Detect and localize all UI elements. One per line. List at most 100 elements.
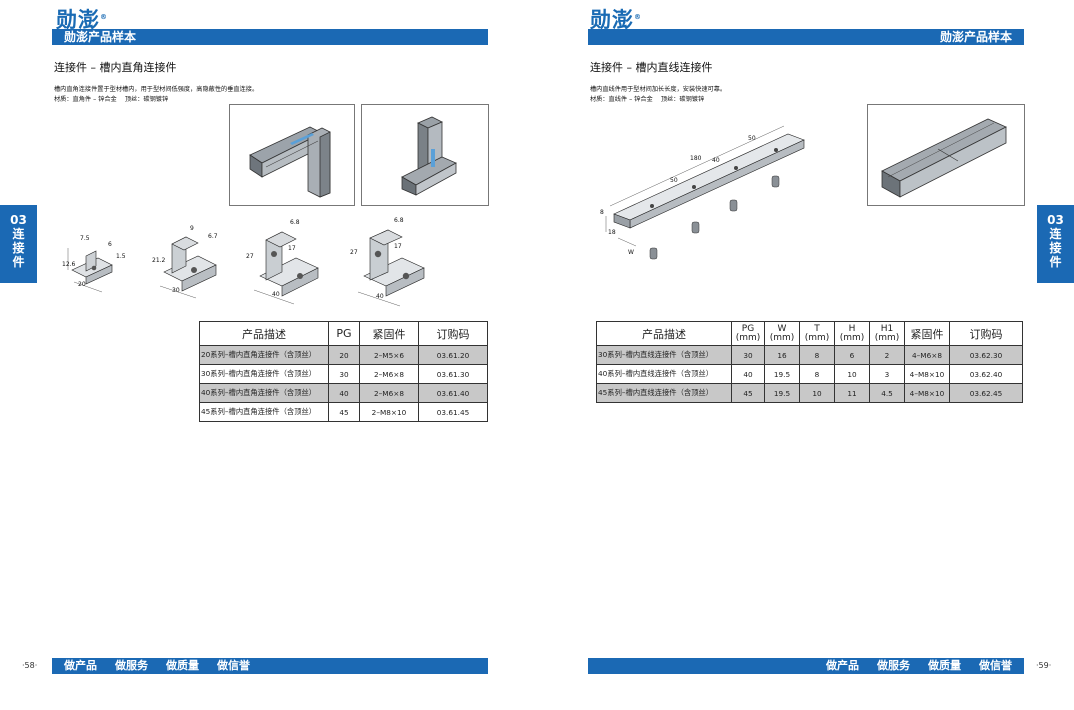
footer-bar-right: 做产品做服务做质量做信誉 [588,658,1024,674]
dim-label: 21.2 [152,257,166,264]
cell-desc: 40系列–槽内直角连接件（含顶丝） [199,383,329,403]
dim-label: 8 [600,209,604,216]
dim-label: 1.5 [116,253,126,260]
cell-h: 11 [834,383,870,403]
col-header: T(mm) [799,321,835,346]
material-line: 材质：直线件 – 锌合金 顶丝：碳钢镀锌 [590,96,705,103]
dim-label: 7.5 [80,235,90,242]
cell-code: 03.61.20 [418,345,488,365]
drawing-20: 20 7.5 6 1.5 12.6 [62,230,132,296]
table-row: 30系列–槽内直角连接件（含顶丝） 30 2–M6×8 03.61.30 [199,364,488,384]
cell-fastener: 4–M8×10 [904,383,950,403]
drawing-45: 40 27 17 6.8 [346,212,436,308]
cell-desc: 45系列–槽内直线连接件（含顶丝） [596,383,732,403]
col-header: 产品描述 [596,321,732,346]
footer-slogan: 做质量 [166,659,199,672]
footer-slogan: 做服务 [115,659,148,672]
side-tab-char: 接 [1049,241,1062,255]
cell-w: 16 [764,345,800,365]
product-photo-3 [867,104,1025,206]
cell-t: 8 [799,345,835,365]
col-header: H(mm) [834,321,870,346]
col-header: 紧固件 [359,321,419,346]
dim-label: 27 [350,249,358,256]
cell-pg: 40 [731,364,765,384]
cell-desc: 30系列–槽内直线连接件（含顶丝） [596,345,732,365]
table-row: 45系列–槽内直线连接件（含顶丝） 45 19.5 10 11 4.5 4–M8… [596,383,1023,403]
col-header: PG [328,321,360,346]
footer-slogan: 做服务 [877,659,910,672]
dim-label: 27 [246,253,254,260]
table-row: 40系列–槽内直角连接件（含顶丝） 40 2–M6×8 03.61.40 [199,383,488,403]
dim-label: 6.7 [208,233,218,240]
cell-pg: 45 [328,402,360,422]
cell-code: 03.61.30 [418,364,488,384]
product-photo-2 [361,104,489,206]
cell-pg: 20 [328,345,360,365]
dim-label: 20 [78,281,86,288]
cell-h1: 4.5 [869,383,905,403]
drawing-straight-connector: 180 50 40 50 8 18 W [598,110,818,270]
cell-desc: 30系列–槽内直角连接件（含顶丝） [199,364,329,384]
footer-slogan: 做产品 [826,659,859,672]
cell-t: 8 [799,364,835,384]
cell-desc: 40系列–槽内直线连接件（含顶丝） [596,364,732,384]
dim-label: 30 [172,287,180,294]
cell-w: 19.5 [764,383,800,403]
dim-label: 40 [712,157,720,164]
dim-label: 17 [394,243,402,250]
side-tab-left: 03 连 接 件 [0,205,37,283]
table-row: 40系列–槽内直线连接件（含顶丝） 40 19.5 8 10 3 4–M8×10… [596,364,1023,384]
table-row: 20系列–槽内直角连接件（含顶丝） 20 2–M5×6 03.61.20 [199,345,488,365]
side-tab-char: 件 [12,255,25,269]
dim-label: 17 [288,245,296,252]
dim-label: 6.8 [394,217,404,224]
cell-pg: 30 [731,345,765,365]
dim-label: 50 [670,177,678,184]
side-tab-right: 03 连 接 件 [1037,205,1074,283]
cell-desc: 20系列–槽内直角连接件（含顶丝） [199,345,329,365]
dim-label: 12.6 [62,261,76,268]
col-header: W(mm) [764,321,800,346]
col-header: H1(mm) [869,321,905,346]
cell-desc: 45系列–槽内直角连接件（含顶丝） [199,402,329,422]
dim-label: 18 [608,229,616,236]
brand-logo: 勋澎® [590,8,642,32]
material-line: 材质：直角件 – 锌合金 顶丝：碳钢镀锌 [54,96,169,103]
cell-fastener: 4–M6×8 [904,345,950,365]
dim-label: W [628,249,634,256]
table-row: 30系列–槽内直线连接件（含顶丝） 30 16 8 6 2 4–M6×8 03.… [596,345,1023,365]
cell-h: 10 [834,364,870,384]
table-row: 45系列–槽内直角连接件（含顶丝） 45 2–M8×10 03.61.45 [199,402,488,422]
cell-t: 10 [799,383,835,403]
cell-pg: 40 [328,383,360,403]
cell-code: 03.62.40 [949,364,1023,384]
col-header: PG(mm) [731,321,765,346]
cell-code: 03.61.45 [418,402,488,422]
side-tab-char: 接 [12,241,25,255]
section-title: 连接件 – 槽内直线连接件 [590,61,713,74]
header-label: 勋澎产品样本 [939,30,1012,44]
dim-label: 6.8 [290,219,300,226]
cell-h1: 2 [869,345,905,365]
side-tab-char: 连 [12,227,25,241]
drawing-40: 40 27 17 6.8 [244,214,332,306]
cell-pg: 30 [328,364,360,384]
dim-label: 9 [190,225,194,232]
col-header: 订购码 [418,321,488,346]
col-header: 紧固件 [904,321,950,346]
cell-code: 03.61.40 [418,383,488,403]
cell-code: 03.62.45 [949,383,1023,403]
col-header: 产品描述 [199,321,329,346]
cell-h1: 3 [869,364,905,384]
footer-slogan: 做产品 [64,659,97,672]
cell-fastener: 2–M8×10 [359,402,419,422]
spec-table-right: 产品描述 PG(mm) W(mm) T(mm) H(mm) H1(mm) 紧固件… [596,321,1023,403]
col-header: 订购码 [949,321,1023,346]
side-tab-char: 连 [1049,227,1062,241]
header-bar: 勋澎产品样本 [52,29,488,45]
footer-slogan: 做信誉 [217,659,250,672]
page-number-right: ·59· [1036,661,1052,670]
drawing-30: 30 9 6.7 21.2 [150,220,230,300]
dim-label: 40 [376,293,384,300]
